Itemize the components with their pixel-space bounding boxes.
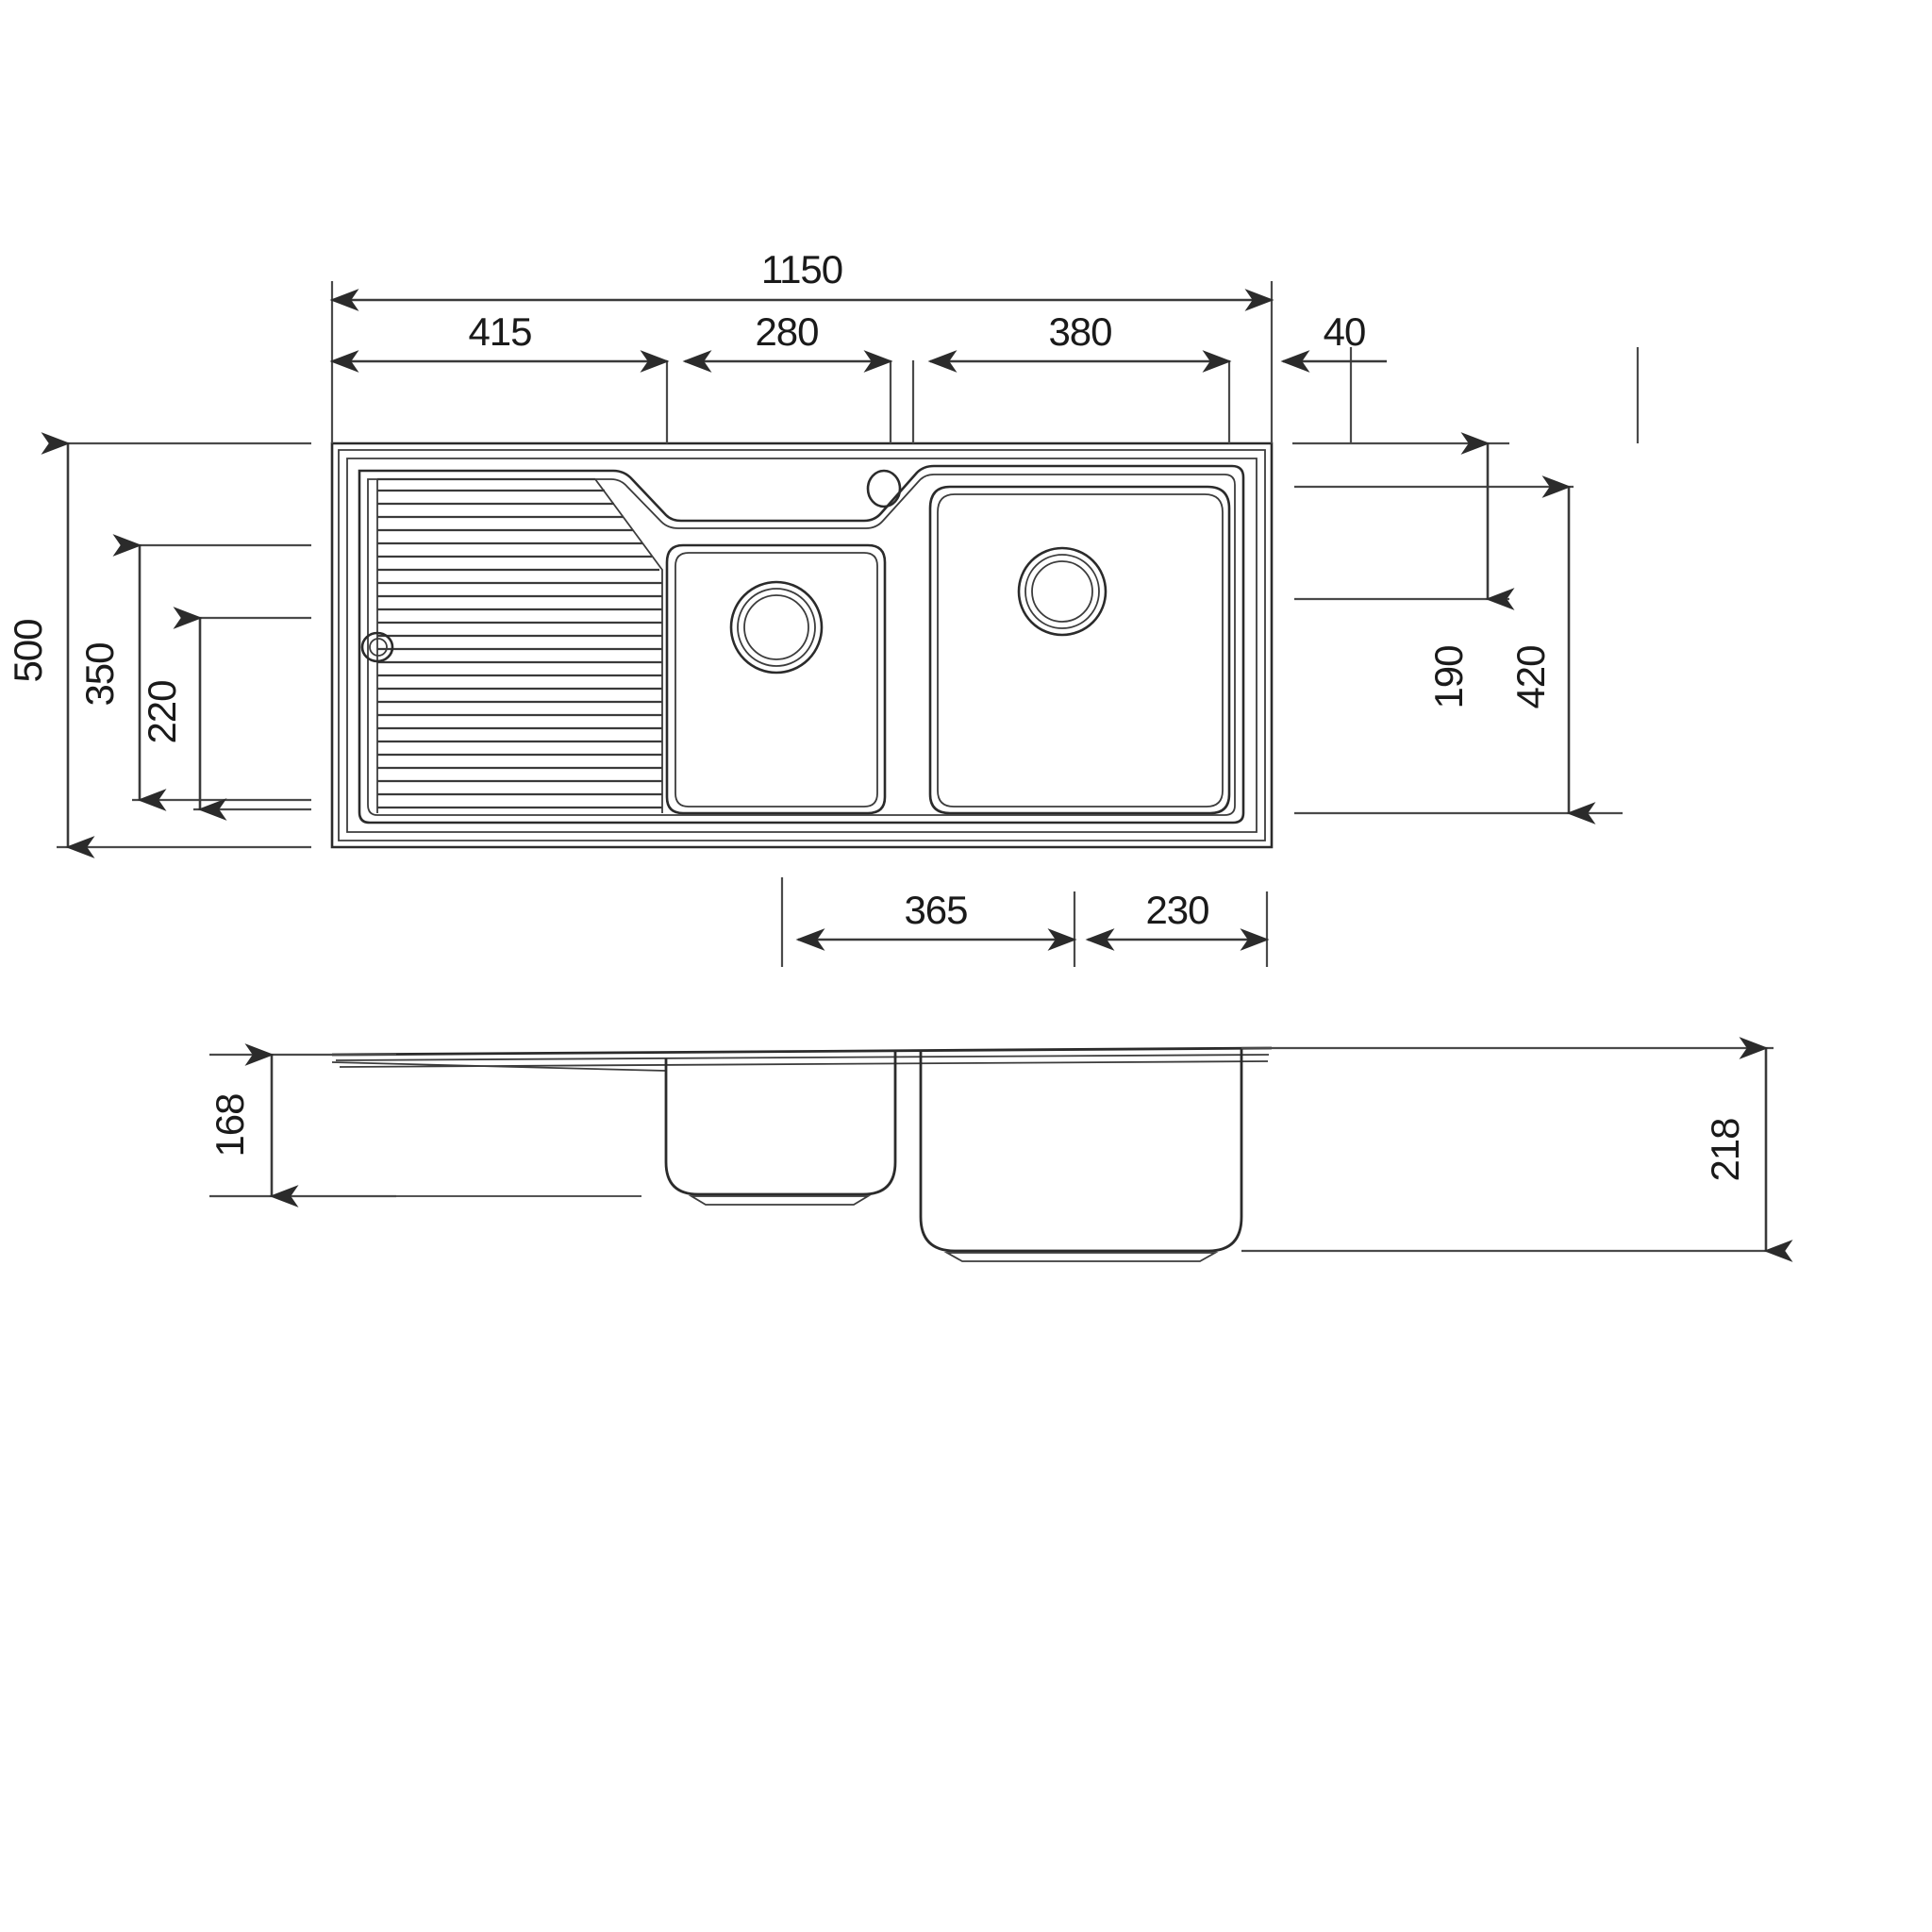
- large-bowl-waste-outlet: [1017, 546, 1108, 637]
- small-bowl-waste-outlet: [729, 580, 824, 675]
- section-view-sink: [209, 1046, 1273, 1262]
- section-dimension-group: [209, 1037, 1793, 1262]
- drainboard-outlet-icon: [360, 631, 394, 663]
- small-bowl: [665, 543, 887, 815]
- drainboard-ribs: [376, 477, 663, 813]
- left-dimension-group: [41, 432, 311, 858]
- bottom-dimension-group: [780, 877, 1270, 967]
- large-bowl: [928, 485, 1231, 815]
- tap-hole-icon: [866, 469, 902, 508]
- top-dimension-group: [329, 281, 1640, 443]
- right-dimension-group: [1292, 432, 1623, 824]
- plan-view-sink-body: [330, 441, 1274, 849]
